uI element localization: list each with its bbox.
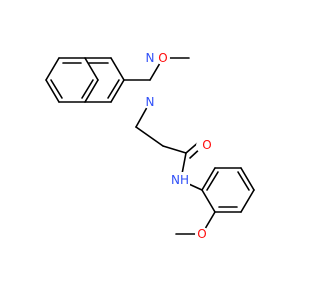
bond (206, 171, 219, 191)
phenyl-methoxy (175, 211, 216, 235)
bond (240, 167, 255, 191)
bond (201, 167, 216, 191)
oxygen-methoxy-bottom: O (197, 227, 206, 241)
nitrogen-atom-bottom: N (146, 95, 155, 109)
bond (135, 126, 164, 147)
bond (162, 145, 187, 154)
benzo-ring (45, 57, 99, 103)
bond (84, 79, 99, 103)
nitrogen-atom-top: N (146, 51, 155, 65)
bond (240, 189, 255, 213)
bond (107, 79, 120, 99)
atom-labels: N N O O NH O (143, 51, 212, 241)
molecule-drawing: N N O O NH O (45, 51, 255, 241)
amide-nitrogen: NH (171, 173, 189, 187)
oxygen-carbonyl: O (202, 138, 211, 152)
bond (45, 57, 60, 81)
oxygen-methoxy-top: O (158, 51, 167, 65)
methoxyphenyl-ring (179, 167, 255, 213)
bond (181, 152, 187, 175)
bond (110, 57, 125, 81)
structure-canvas: N N O O NH O (45, 51, 255, 241)
pyrazine-ring (84, 57, 125, 103)
bond (84, 57, 99, 81)
bond (81, 79, 94, 99)
bond (237, 171, 250, 191)
bond (201, 189, 216, 213)
bond (50, 79, 63, 99)
bond (45, 79, 60, 103)
propanamide-chain (135, 101, 204, 175)
bond (110, 79, 125, 103)
quinoxaline-methoxy (123, 57, 190, 81)
